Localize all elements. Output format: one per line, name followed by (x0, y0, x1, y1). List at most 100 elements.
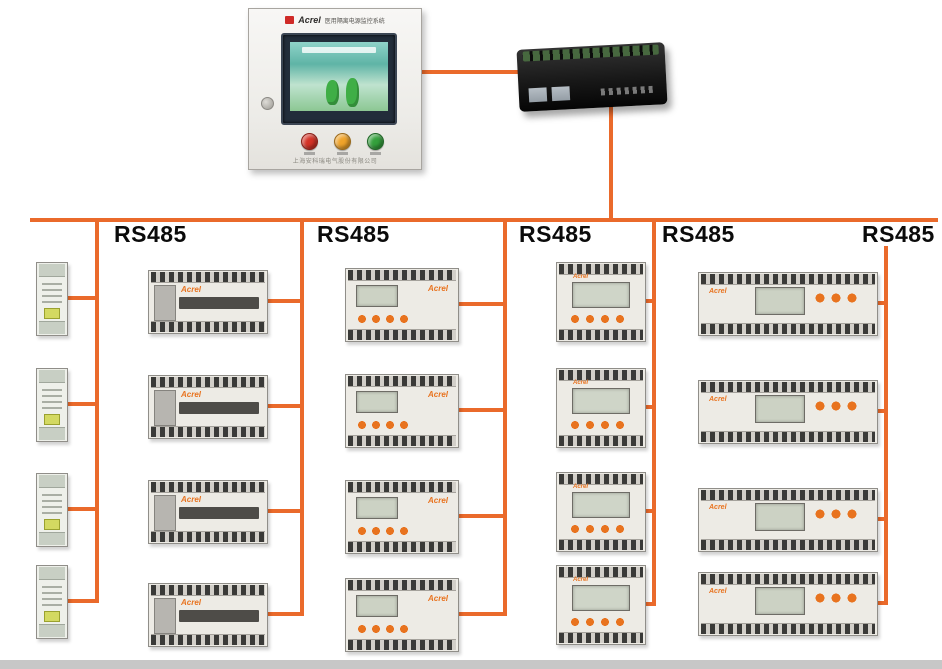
din-meter-type-c: Acrel (556, 565, 646, 645)
device-stub (874, 601, 886, 605)
device-stub (64, 296, 97, 300)
ethernet-ports (528, 85, 572, 104)
rs485-label-5: RS485 (860, 221, 937, 247)
device-brand-label: Acrel (573, 380, 589, 386)
acrel-logo-mark (285, 16, 295, 24)
din-meter-type-a: Acrel (148, 583, 268, 647)
lcd-display (356, 497, 398, 519)
din-module (36, 473, 68, 547)
rs485-drop-3 (503, 220, 507, 616)
device-brand-label: Acrel (181, 598, 202, 607)
rs485-drop-2 (300, 220, 304, 616)
button-row (811, 291, 863, 305)
meter-display-slot (179, 402, 259, 414)
meter-module-block (154, 598, 176, 634)
wire-panel-to-gateway (420, 70, 523, 74)
module-label-text (42, 586, 62, 608)
device-stub (642, 602, 654, 606)
lcd-display (755, 287, 805, 315)
device-brand-label: Acrel (427, 390, 448, 399)
din-meter-type-a: Acrel (148, 480, 268, 544)
device-brand-label: Acrel (709, 396, 727, 403)
din-meter-type-d: Acrel (698, 272, 878, 336)
din-meter-type-b: Acrel (345, 268, 459, 342)
module-label-text (42, 389, 62, 411)
touchscreen (281, 33, 397, 125)
lcd-display (356, 285, 398, 307)
meter-display-slot (179, 297, 259, 309)
rs485-main-bus (30, 218, 938, 222)
rs485-label-1: RS485 (112, 221, 189, 247)
module-indicator (44, 611, 60, 622)
device-stub (64, 507, 97, 511)
din-meter-type-d: Acrel (698, 488, 878, 552)
device-stub (264, 299, 302, 303)
device-brand-label: Acrel (181, 495, 202, 504)
rs485-label-2: RS485 (315, 221, 392, 247)
device-brand-label: Acrel (427, 284, 448, 293)
device-stub (455, 408, 505, 412)
rs485-drop-1 (95, 220, 99, 603)
lcd-display (572, 388, 630, 414)
device-brand-label: Acrel (427, 496, 448, 505)
lcd-display (755, 395, 805, 423)
device-brand-label: Acrel (181, 390, 202, 399)
device-brand-label: Acrel (709, 504, 727, 511)
button-row (354, 419, 412, 431)
device-stub (874, 517, 886, 521)
button-row (567, 523, 633, 535)
meter-module-block (154, 285, 176, 321)
device-stub (642, 509, 654, 513)
device-brand-label: Acrel (427, 594, 448, 603)
device-brand-label: Acrel (709, 288, 727, 295)
device-brand-label: Acrel (181, 285, 202, 294)
screen-figure-icon (326, 80, 339, 105)
module-label-text (42, 283, 62, 305)
device-brand-label: Acrel (573, 274, 589, 280)
din-meter-type-c: Acrel (556, 262, 646, 342)
lcd-display (755, 587, 805, 615)
din-meter-type-a: Acrel (148, 375, 268, 439)
button-row (567, 313, 633, 325)
lcd-display (572, 585, 630, 611)
meter-display-slot (179, 610, 259, 622)
device-stub (455, 612, 505, 616)
device-stub (455, 302, 505, 306)
run-indicator-button (367, 133, 384, 155)
terminal-strip (522, 44, 659, 62)
module-indicator (44, 414, 60, 425)
device-stub (264, 404, 302, 408)
lcd-display (356, 391, 398, 413)
device-stub (455, 514, 505, 518)
test-indicator-button (334, 133, 351, 155)
lcd-display (356, 595, 398, 617)
device-brand-label: Acrel (573, 484, 589, 490)
button-row (567, 419, 633, 431)
lcd-display (755, 503, 805, 531)
device-brand-label: Acrel (709, 588, 727, 595)
button-row (811, 507, 863, 521)
device-stub (264, 509, 302, 513)
meter-module-block (154, 495, 176, 531)
device-stub (642, 299, 654, 303)
bottom-border (0, 660, 942, 669)
din-meter-type-c: Acrel (556, 368, 646, 448)
gateway-device (516, 42, 668, 112)
din-meter-type-d: Acrel (698, 380, 878, 444)
screen-image (290, 42, 388, 111)
panel-title: 医用隔离电源监控系统 (324, 18, 385, 25)
din-meter-type-b: Acrel (345, 578, 459, 652)
lcd-display (572, 282, 630, 308)
din-meter-type-d: Acrel (698, 572, 878, 636)
acrel-logo-text: Acrel (298, 15, 321, 25)
button-row (354, 623, 412, 635)
gateway-port-labels (600, 85, 653, 96)
device-brand-label: Acrel (573, 577, 589, 583)
lock-keyhole-icon (261, 97, 274, 110)
din-module (36, 368, 68, 442)
din-module (36, 262, 68, 336)
device-stub (264, 612, 302, 616)
alarm-indicator-button (301, 133, 318, 155)
din-meter-type-a: Acrel (148, 270, 268, 334)
